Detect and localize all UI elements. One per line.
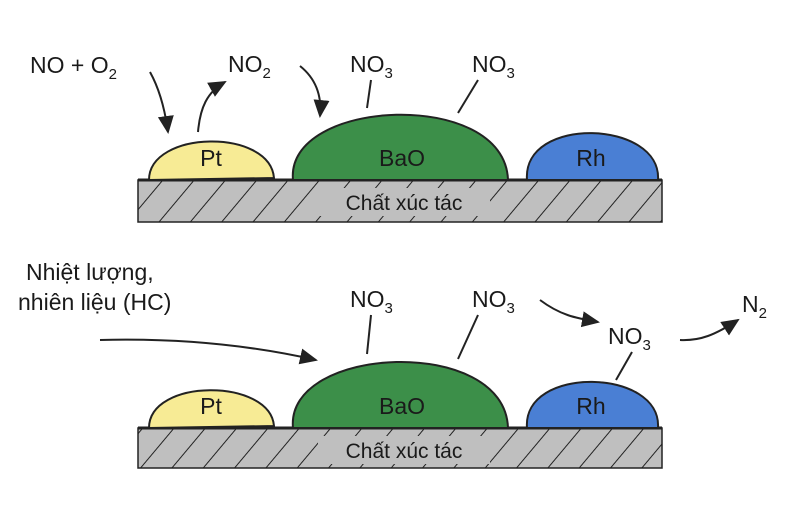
bottom-bao-label: BaO <box>379 393 425 419</box>
top-product-arrow <box>197 81 227 133</box>
bottom-n2-arrow <box>679 318 740 342</box>
top-stored-no3-2: NO3 <box>472 51 515 82</box>
top-stored-no3-1: NO3 <box>350 51 393 82</box>
top-pt-label: Pt <box>200 145 222 171</box>
bottom-rh-label: Rh <box>576 393 605 419</box>
bottom-substrate-label: Chất xúc tác <box>346 440 463 463</box>
bottom-migration-arrow <box>539 299 600 328</box>
bottom-released-no3: NO3 <box>608 323 651 354</box>
top-reactant-label: NO + O2 <box>30 52 117 83</box>
top-product-label: NO2 <box>228 51 271 82</box>
top-reactant-arrow <box>149 71 174 134</box>
bottom-n2-label: N2 <box>742 291 767 322</box>
bottom-panel: Chất xúc tác Pt BaO Rh Nhiệt lượng, nhiê… <box>18 259 767 469</box>
top-panel: Chất xúc tác Pt BaO Rh NO + O2 NO2 NO3 N… <box>30 51 663 223</box>
bottom-stored-no3-2: NO3 <box>472 286 515 317</box>
top-rh-particle <box>525 132 660 181</box>
bottom-pt-particle <box>147 389 276 430</box>
heat-fuel-line2: nhiên liệu (HC) <box>18 289 171 315</box>
bottom-bao-particle <box>291 361 510 429</box>
top-substrate-label: Chất xúc tác <box>346 192 463 215</box>
bottom-pt-label: Pt <box>200 393 222 419</box>
bottom-rh-particle <box>525 380 660 429</box>
top-pt-particle <box>147 140 276 182</box>
bottom-stored-no3-1: NO3 <box>350 286 393 317</box>
top-bao-label: BaO <box>379 145 425 171</box>
top-rh-label: Rh <box>576 145 605 171</box>
heat-fuel-line1: Nhiệt lượng, <box>26 259 154 285</box>
top-no2-to-bao-arrow <box>299 65 330 118</box>
heat-fuel-arrow <box>99 338 318 365</box>
top-bao-particle <box>291 113 510 181</box>
